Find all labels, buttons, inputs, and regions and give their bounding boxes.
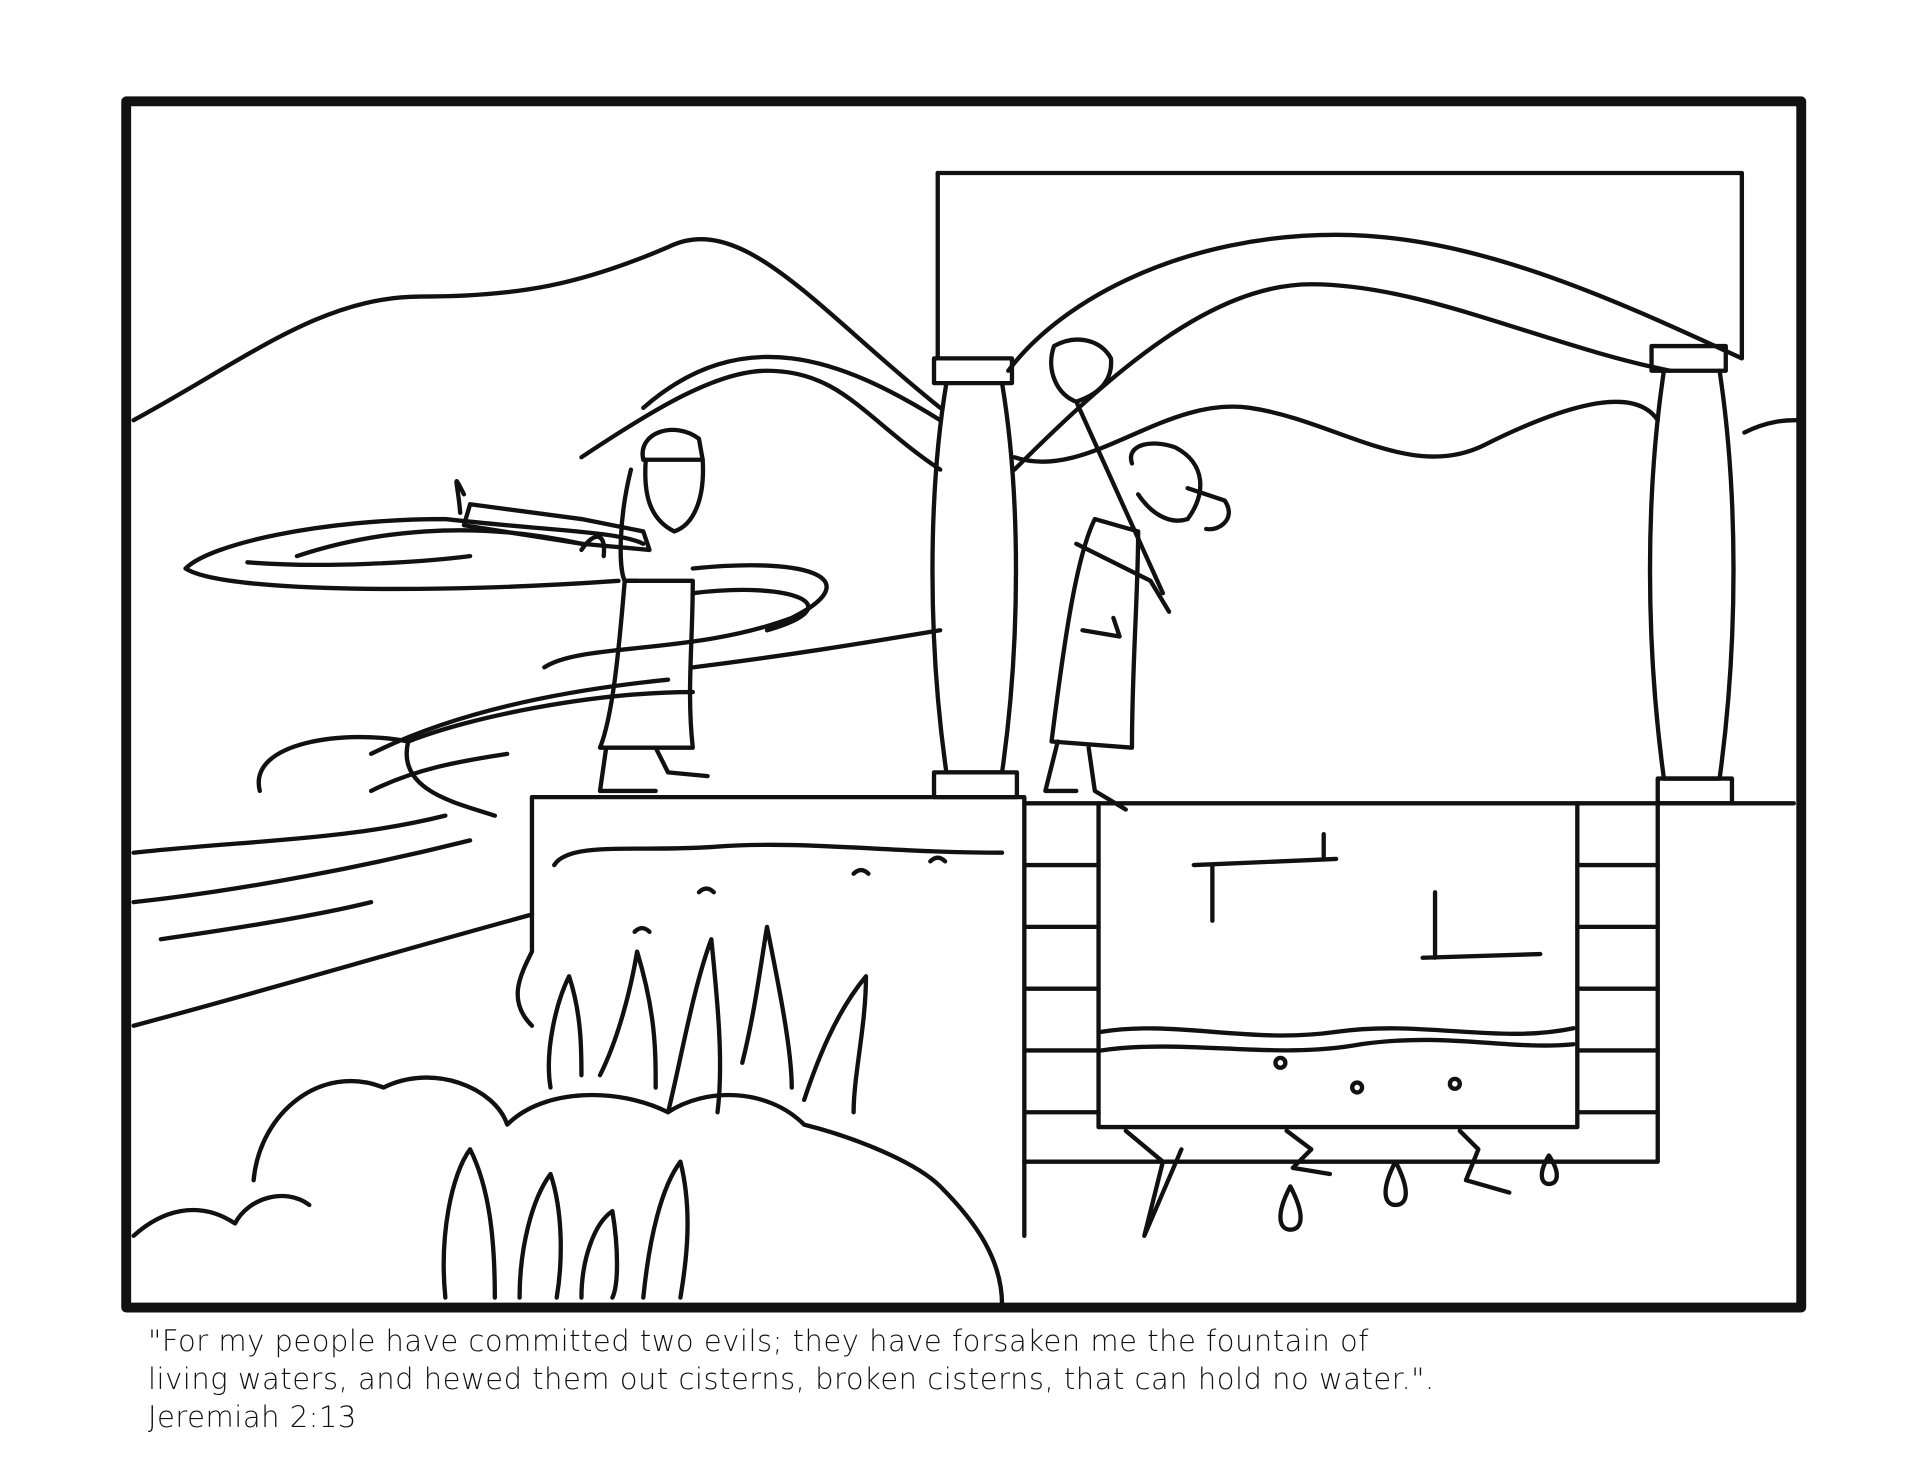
- river: [131, 516, 943, 1028]
- frame-border: [121, 96, 1807, 1313]
- caption-line-1: "For my people have committed two evils;…: [148, 1324, 1369, 1358]
- caption-line-2: living waters, and hewed them out cister…: [148, 1362, 1435, 1396]
- cliff: [515, 794, 1027, 1238]
- figure-digging-man: [1043, 337, 1231, 812]
- hills: [131, 237, 1799, 472]
- caption-reference: Jeremiah 2:13: [148, 1400, 357, 1434]
- plants: [131, 924, 1005, 1308]
- figure-pointing-man: [454, 427, 710, 794]
- scripture-caption: "For my people have committed two evils;…: [148, 1322, 1848, 1436]
- cistern: [1022, 801, 1796, 1238]
- arch-structure: [930, 170, 1745, 806]
